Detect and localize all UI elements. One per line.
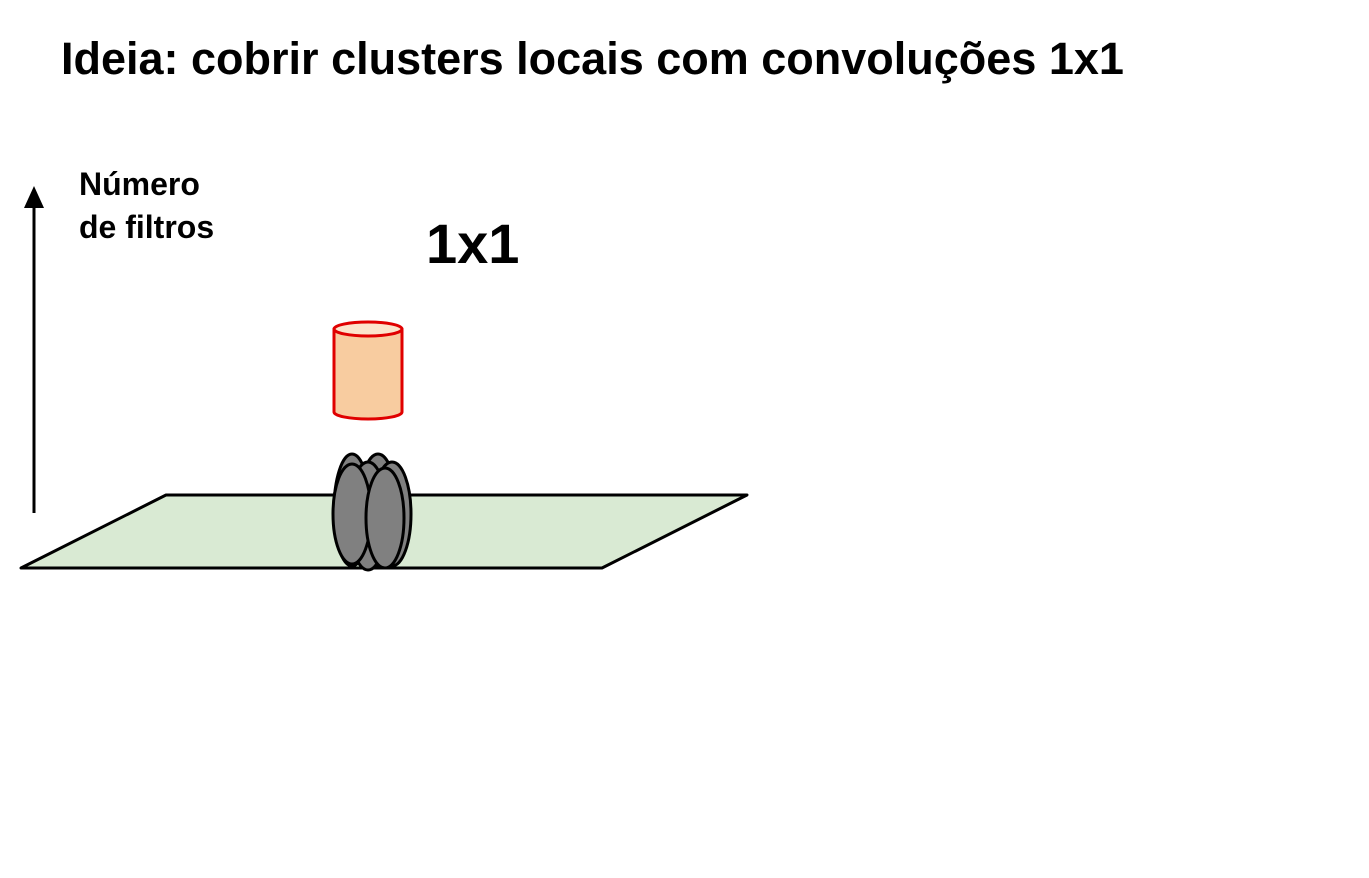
filter-count-axis-label: Número de filtros <box>79 163 214 249</box>
convolution-filter-cylinder <box>332 320 404 421</box>
local-cluster <box>331 452 413 572</box>
cylinder-top <box>332 320 404 338</box>
cluster-disc-front-right <box>364 466 406 570</box>
axis-label-line-1: Número <box>79 166 200 202</box>
axis-label-line-2: de filtros <box>79 209 215 245</box>
filter-count-axis-arrowhead <box>24 186 44 208</box>
kernel-size-label: 1x1 <box>426 212 520 275</box>
slide-title: Ideia: cobrir clusters locais com convol… <box>61 33 1124 84</box>
cylinder-body <box>332 327 404 421</box>
